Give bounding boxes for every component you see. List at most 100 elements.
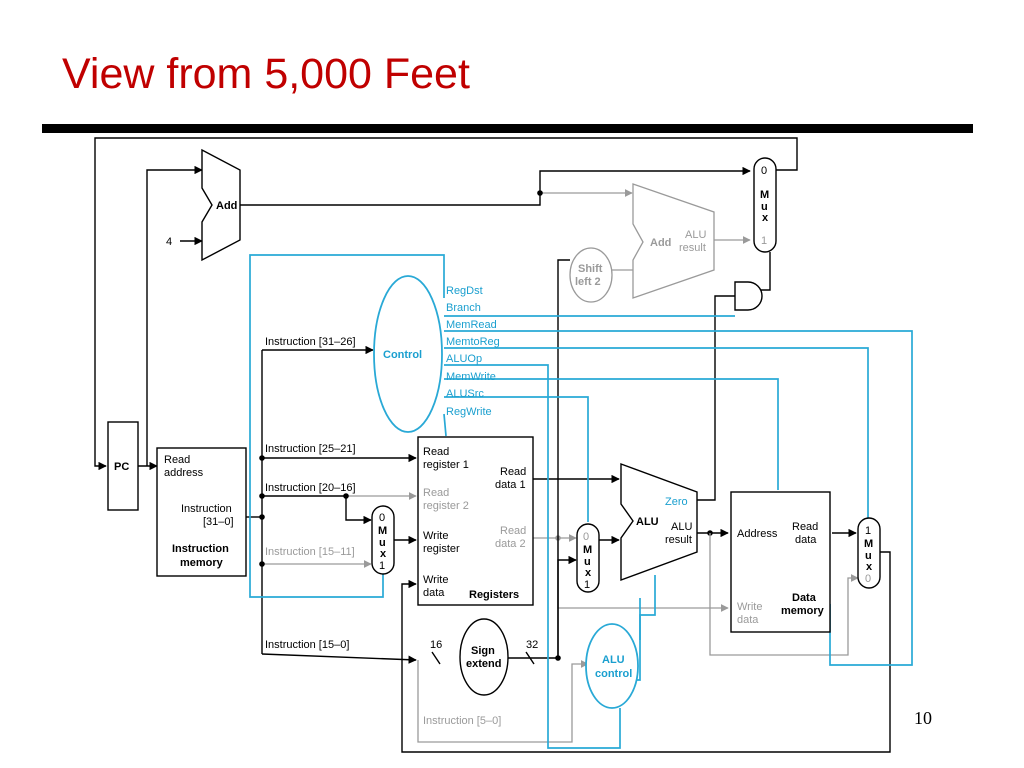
svg-text:0: 0: [583, 531, 589, 543]
svg-text:memory: memory: [781, 605, 825, 617]
svg-text:PC: PC: [114, 461, 129, 473]
svg-text:1: 1: [865, 525, 871, 537]
signal-aluop: ALUOp: [446, 353, 482, 365]
svg-text:Read: Read: [500, 466, 526, 478]
shift-left-unit: Shift left 2: [569, 247, 613, 303]
control-wires: [249, 254, 913, 749]
svg-text:extend: extend: [466, 658, 501, 670]
svg-text:data: data: [795, 534, 817, 546]
svg-text:1: 1: [584, 579, 590, 591]
field-31-26: Instruction [31–26]: [265, 336, 356, 348]
svg-text:Write: Write: [737, 601, 762, 613]
svg-text:Read: Read: [792, 521, 818, 533]
regdst-mux: 0 M u x 1: [371, 505, 395, 575]
sign-extend-unit: Sign extend 16 32: [430, 618, 538, 696]
svg-text:data 1: data 1: [495, 479, 526, 491]
field-15-11: Instruction [15–11]: [265, 546, 355, 558]
alu-control-unit: ALU control: [585, 623, 639, 709]
svg-text:data: data: [423, 587, 445, 599]
data-memory: Address Read data Write data Data memory: [730, 491, 831, 633]
svg-text:x: x: [585, 567, 592, 579]
svg-text:1: 1: [379, 560, 385, 572]
svg-text:0: 0: [379, 512, 385, 524]
instruction-memory: Read address Instruction [31–0] Instruct…: [156, 447, 247, 577]
svg-text:u: u: [584, 556, 591, 568]
svg-text:result: result: [679, 242, 706, 254]
pc-mux: 0 M u x 1: [753, 157, 777, 253]
svg-text:32: 32: [526, 639, 538, 651]
svg-text:data 2: data 2: [495, 538, 526, 550]
svg-text:Registers: Registers: [469, 589, 519, 601]
svg-text:Sign: Sign: [471, 645, 495, 657]
svg-text:ALU: ALU: [602, 654, 625, 666]
svg-text:Address: Address: [737, 528, 778, 540]
svg-text:ALU: ALU: [685, 229, 706, 241]
svg-text:Read: Read: [500, 525, 526, 537]
svg-text:Read: Read: [423, 487, 449, 499]
svg-text:Shift: Shift: [578, 263, 603, 275]
datapath-wires: [94, 137, 891, 753]
field-15-0: Instruction [15–0]: [265, 639, 349, 651]
svg-text:0: 0: [761, 165, 767, 177]
svg-text:register 2: register 2: [423, 500, 469, 512]
svg-text:x: x: [762, 212, 769, 224]
pc-adder: Add: [201, 148, 241, 262]
signal-memtoreg: MemtoReg: [446, 336, 500, 348]
svg-text:Zero: Zero: [665, 496, 688, 508]
signal-memwrite: MemWrite: [446, 371, 496, 383]
svg-text:register 1: register 1: [423, 459, 469, 471]
alusrc-mux: 0 M u x 1: [576, 523, 600, 593]
field-5-0: Instruction [5–0]: [423, 715, 501, 727]
svg-text:[31–0]: [31–0]: [203, 516, 234, 528]
svg-text:Write: Write: [423, 574, 448, 586]
signal-alusrc: ALUSrc: [446, 388, 484, 400]
svg-text:Instruction: Instruction: [181, 503, 232, 515]
svg-text:data: data: [737, 614, 759, 626]
signal-regdst: RegDst: [446, 285, 483, 297]
page-number: 10: [914, 708, 932, 728]
title-divider: [42, 124, 973, 133]
svg-text:Add: Add: [650, 237, 671, 249]
svg-text:16: 16: [430, 639, 442, 651]
svg-text:u: u: [379, 537, 386, 549]
branch-and-gate: [734, 281, 763, 311]
svg-text:x: x: [380, 548, 387, 560]
alu: ALU Zero ALU result: [620, 462, 698, 582]
svg-text:0: 0: [865, 573, 871, 585]
signal-regwrite: RegWrite: [446, 406, 492, 418]
svg-text:left 2: left 2: [575, 276, 601, 288]
svg-text:M: M: [864, 538, 873, 550]
svg-text:register: register: [423, 543, 460, 555]
svg-text:1: 1: [761, 235, 767, 247]
svg-text:Read: Read: [164, 454, 190, 466]
svg-text:Control: Control: [383, 349, 422, 361]
svg-text:ALU: ALU: [636, 516, 659, 528]
svg-text:result: result: [665, 534, 692, 546]
signal-memread: MemRead: [446, 319, 497, 331]
field-25-21: Instruction [25–21]: [265, 443, 356, 455]
svg-text:ALU: ALU: [671, 521, 692, 533]
pc-register: PC: [107, 421, 139, 511]
svg-text:Read: Read: [423, 446, 449, 458]
svg-text:Instruction: Instruction: [172, 543, 229, 555]
svg-text:address: address: [164, 467, 204, 479]
control-signals: RegDst Branch MemRead MemtoReg ALUOp Mem…: [446, 285, 500, 418]
control-unit: Control: [373, 275, 443, 433]
svg-text:u: u: [761, 201, 768, 213]
svg-text:control: control: [595, 668, 632, 680]
branch-adder: Add ALU result: [632, 183, 715, 299]
svg-text:x: x: [866, 561, 873, 573]
svg-text:memory: memory: [180, 557, 224, 569]
slide-title: View from 5,000 Feet: [62, 50, 470, 98]
svg-text:Write: Write: [423, 530, 448, 542]
svg-text:u: u: [865, 550, 872, 562]
svg-text:Add: Add: [216, 200, 237, 212]
svg-text:Data: Data: [792, 592, 817, 604]
field-20-16: Instruction [20–16]: [265, 482, 356, 494]
svg-text:M: M: [583, 544, 592, 556]
svg-text:M: M: [760, 189, 769, 201]
signal-branch: Branch: [446, 302, 481, 314]
memtoreg-mux: 1 M u x 0: [857, 517, 881, 589]
constant-four: 4: [166, 236, 172, 248]
